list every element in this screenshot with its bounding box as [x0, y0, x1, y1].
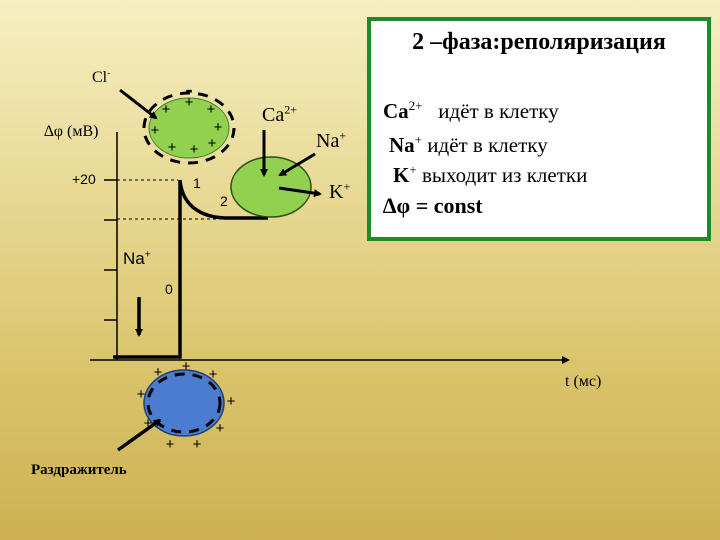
na-arrow [278, 152, 316, 177]
na-left-label: Na+ [123, 249, 151, 268]
svg-text:+: + [216, 420, 225, 437]
action-potential-curve [113, 179, 268, 359]
cl-arrow [119, 88, 158, 120]
svg-text:+: + [162, 101, 171, 118]
blue-cell [143, 369, 225, 437]
green-cell-cl [148, 97, 230, 159]
svg-text:+: + [214, 119, 223, 136]
svg-text:+: + [151, 122, 160, 139]
info-line-na: Na+ идёт в клетку [389, 132, 548, 157]
svg-text:+: + [154, 364, 163, 381]
stimulus-arrow [116, 418, 162, 452]
stimulus-label: Раздражитель [31, 462, 127, 478]
green-cell-dashed-membrane [142, 91, 236, 165]
ca-label: Ca2+ [262, 102, 297, 126]
phase-1-label: 1 [193, 175, 201, 191]
k-arrow [278, 186, 322, 198]
svg-text:+: + [137, 386, 146, 403]
phase-0-label: 0 [165, 281, 173, 297]
na-label: Na+ [316, 128, 347, 152]
svg-text:+: + [193, 436, 202, 453]
xlabel: t (мс) [565, 373, 602, 390]
blue-cell-plus-signs: +++ ++ ++ ++ [137, 358, 236, 453]
info-line-ca: Ca2+ идёт в клетку [383, 98, 559, 123]
ylabel: ∆φ (мВ) [44, 123, 99, 140]
blue-cell-dashed-membrane [146, 372, 222, 434]
info-line-k: K+ выходит из клетки [393, 162, 588, 187]
svg-text:+: + [168, 139, 177, 156]
svg-text:+: + [166, 436, 175, 453]
info-title: 2 –фаза:реполяризация [412, 29, 666, 55]
cl-label: Cl- [92, 67, 111, 86]
green-cell-minus-sign: - [185, 77, 192, 102]
svg-text:+: + [144, 415, 153, 432]
info-line-delta-phi: ∆φ = const [383, 193, 483, 218]
phase-2-label: 2 [220, 193, 228, 209]
svg-text:+: + [207, 101, 216, 118]
tick-plus20-label: +20 [72, 171, 96, 187]
svg-text:+: + [185, 94, 194, 111]
info-box: 2 –фаза:реполяризация Ca2+ идёт в клетку… [367, 17, 711, 241]
svg-text:+: + [209, 366, 218, 383]
green-cell-plus-signs: +++ ++ +++ [151, 94, 223, 158]
svg-text:+: + [227, 393, 236, 410]
green-cell-ions [230, 156, 312, 218]
svg-text:+: + [182, 358, 191, 375]
k-label: K+ [329, 179, 351, 203]
svg-text:+: + [208, 135, 217, 152]
svg-text:+: + [190, 141, 199, 158]
